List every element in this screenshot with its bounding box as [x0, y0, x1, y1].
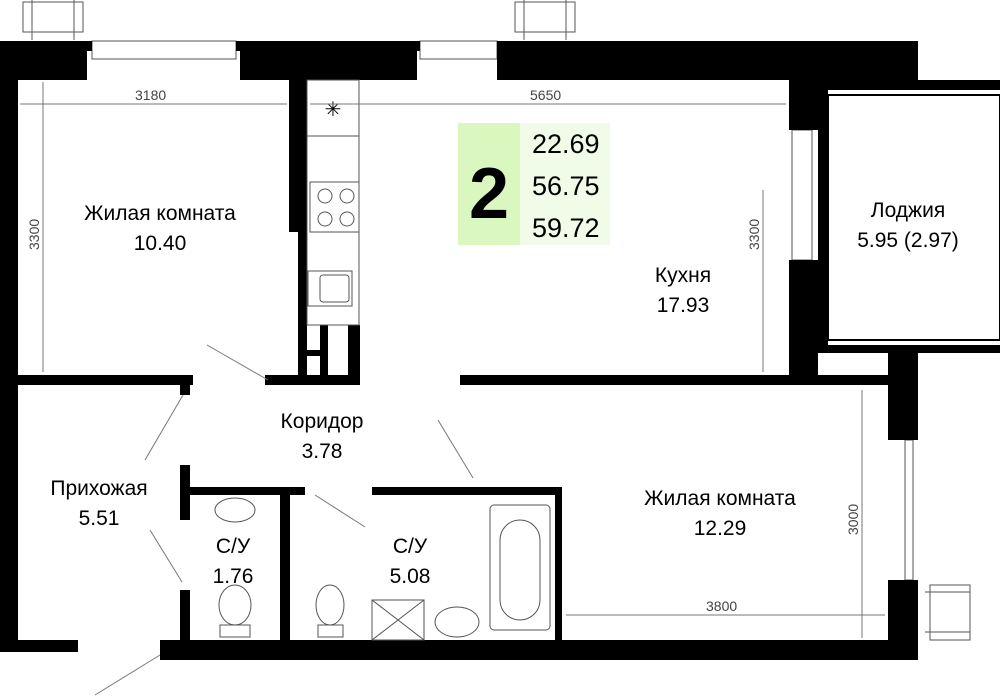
summary-box: 2 22.69 56.75 59.72 [458, 123, 610, 245]
room-area: 1.76 [213, 565, 254, 588]
room-name: Жилая комната [644, 487, 796, 510]
dim-bedroom1-width: 3180 [135, 87, 166, 103]
room-name: Прихожая [50, 477, 147, 500]
room-corridor: Коридор 3.78 [281, 410, 364, 463]
balcony-railing-left [22, 0, 84, 40]
dim-bedroom2-width: 3800 [706, 598, 737, 614]
room-name: С/У [393, 535, 428, 558]
room-area: 12.29 [694, 517, 747, 540]
room-bathroom-small: С/У 1.76 [213, 535, 254, 588]
room-name: Жилая комната [84, 202, 236, 225]
room-area: 5.95 (2.97) [857, 229, 959, 252]
svg-text:✳: ✳ [325, 99, 342, 121]
dim-bedroom2-depth: 3000 [845, 504, 861, 535]
door-swings [94, 344, 474, 696]
room-bedroom-2: Жилая комната 12.29 [644, 487, 796, 540]
total-area-with-loggia: 59.72 [532, 213, 600, 243]
room-hallway: Прихожая 5.51 [50, 477, 147, 530]
dim-bedroom1-depth: 3300 [26, 219, 42, 250]
dim-kitchen-width: 5650 [530, 87, 561, 103]
bathroom-fixtures [214, 497, 551, 641]
room-name: Коридор [281, 410, 364, 433]
walls [0, 41, 918, 660]
room-loggia: Лоджия 5.95 (2.97) [857, 199, 959, 252]
room-area: 5.51 [79, 507, 120, 530]
room-kitchen: Кухня 17.93 [655, 264, 711, 317]
room-bedroom-1: Жилая комната 10.40 [84, 202, 236, 255]
room-area: 5.08 [390, 565, 431, 588]
kitchen-counter: ✳ [306, 79, 360, 326]
room-name: С/У [216, 535, 251, 558]
dim-kitchen-depth: 3300 [746, 219, 762, 250]
room-count: 2 [469, 154, 509, 234]
living-area: 22.69 [532, 129, 600, 159]
room-name: Кухня [655, 264, 711, 287]
balcony-railing-right [925, 584, 971, 641]
loggia-frame [818, 80, 1000, 353]
total-area: 56.75 [532, 171, 600, 201]
room-area: 3.78 [302, 440, 343, 463]
balcony-railing-center [514, 0, 576, 40]
room-area: 17.93 [657, 294, 710, 317]
room-bathroom-large: С/У 5.08 [390, 535, 431, 588]
dimension-lines [20, 82, 885, 638]
room-area: 10.40 [134, 232, 187, 255]
room-name: Лоджия [871, 199, 945, 222]
